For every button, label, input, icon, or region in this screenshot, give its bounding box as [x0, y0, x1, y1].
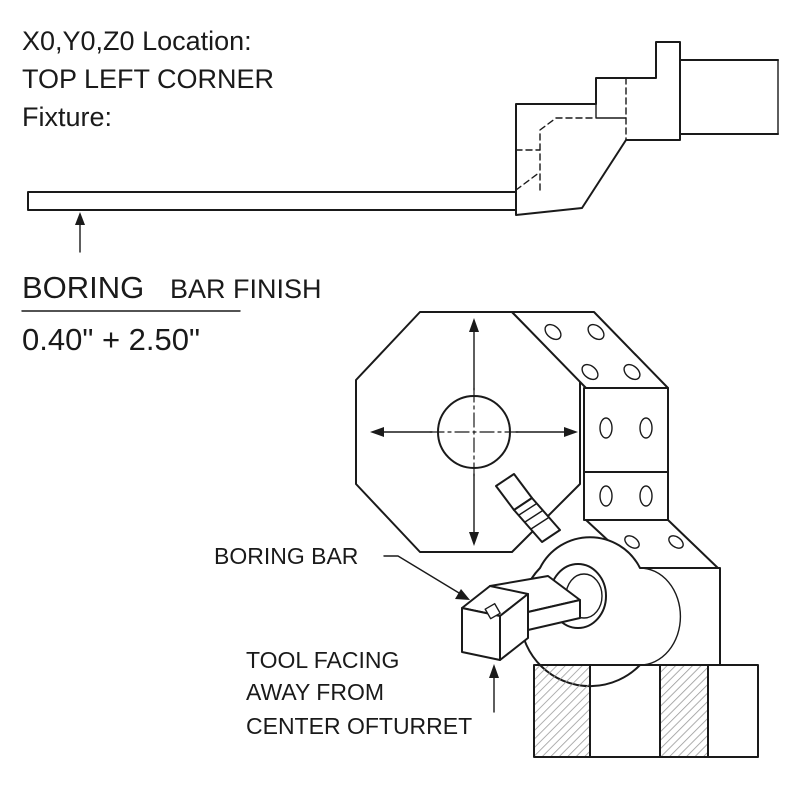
corner-location-label: TOP LEFT CORNER — [22, 64, 274, 94]
boring-bar-callout: BORING BAR — [214, 543, 358, 569]
tool-facing-line3: CENTER OFTURRET — [246, 713, 472, 739]
origin-location-label: X0,Y0,Z0 Location: — [22, 26, 252, 56]
bolt-holes — [544, 323, 653, 507]
boring-bar-side-view — [27, 41, 779, 216]
clamp-screw — [495, 473, 561, 543]
boring-bar-leader — [383, 555, 470, 600]
fixture-label: Fixture: — [22, 102, 112, 132]
tool-facing-line1: TOOL FACING — [246, 647, 399, 673]
tool-facing-leader — [489, 664, 499, 713]
turret-side-faces — [511, 311, 669, 521]
tool-dimensions: 0.40" + 2.50" — [22, 322, 200, 357]
turret-axis-arrows — [370, 318, 578, 546]
boring-bar-tool — [461, 575, 581, 661]
bar-pointer-arrow — [75, 212, 85, 253]
tool-name-secondary: BAR FINISH — [170, 274, 322, 304]
fixture-base — [533, 664, 759, 758]
tool-facing-line2: AWAY FROM — [246, 679, 384, 705]
tool-name-primary: BORING — [22, 270, 144, 305]
